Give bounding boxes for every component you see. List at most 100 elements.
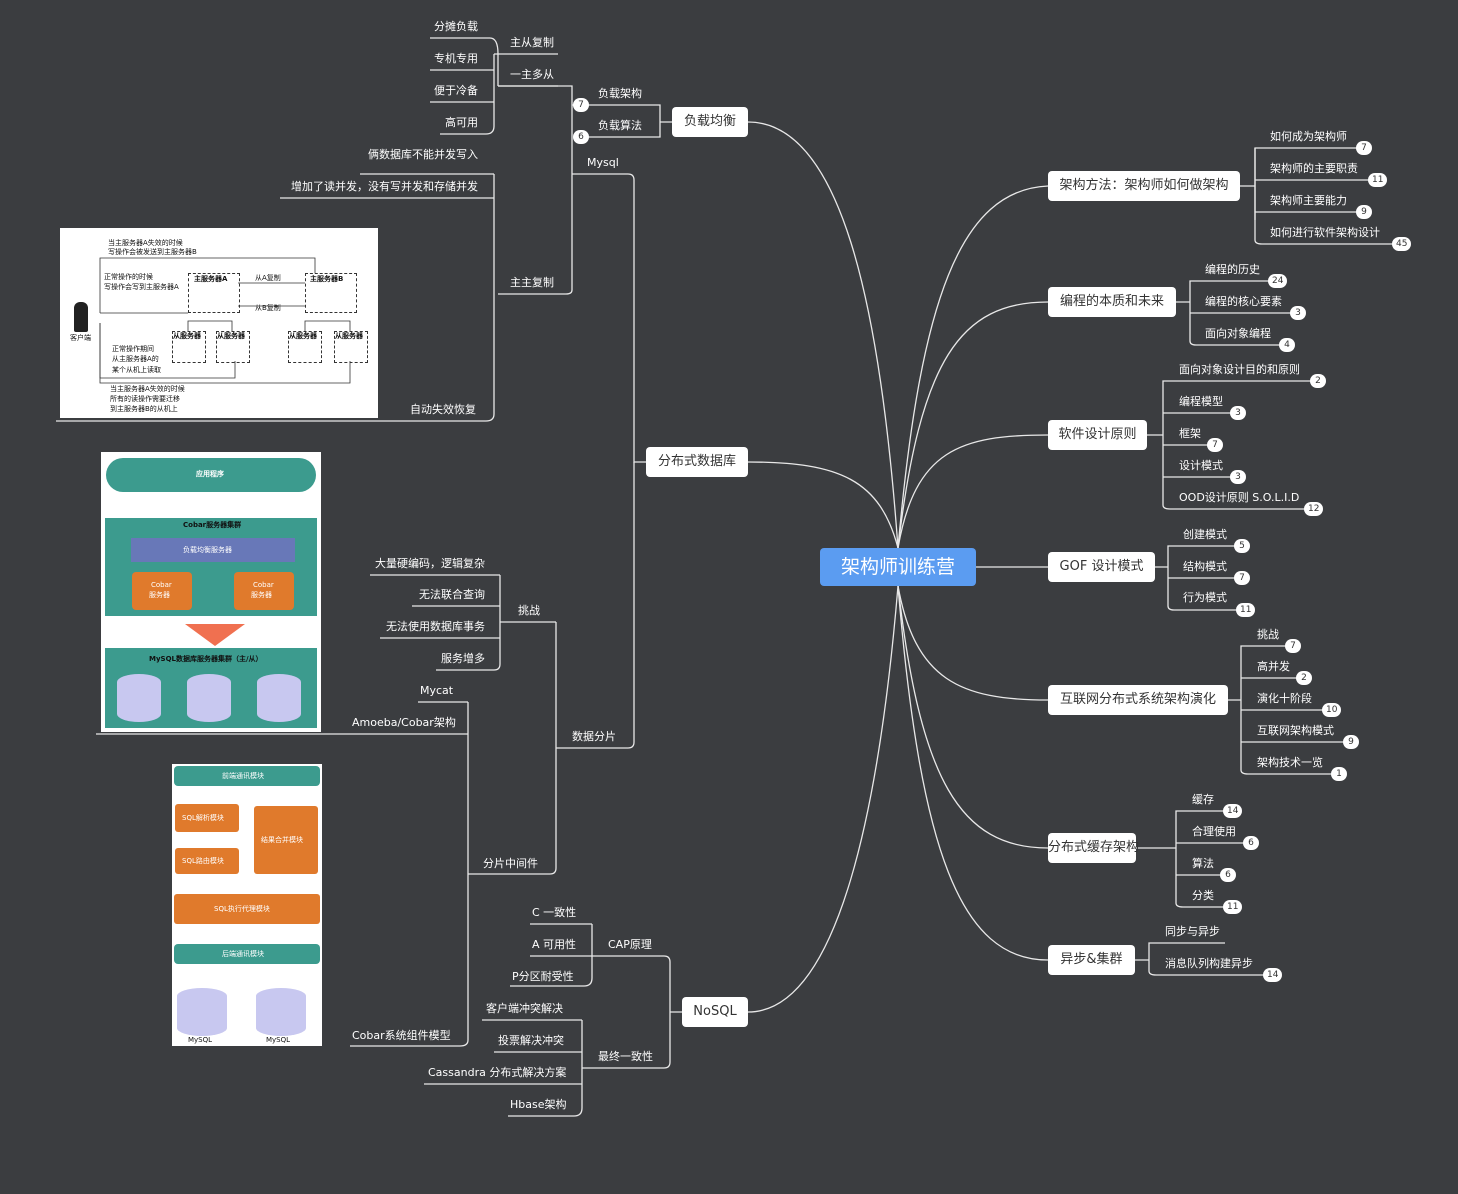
branch-gof[interactable]: GOF 设计模式 (1048, 552, 1155, 582)
leaf: 如何成为架构师 (1270, 130, 1347, 143)
badge: 2 (1310, 374, 1326, 388)
badge: 2 (1296, 671, 1312, 685)
exec-module (174, 894, 320, 924)
leaf: 无法联合查询 (419, 588, 485, 601)
note: 正常操作的时候 (104, 273, 153, 281)
root-node[interactable]: 架构师训练营 (820, 548, 976, 586)
badge: 11 (1223, 900, 1243, 914)
front-module (174, 766, 320, 786)
branch-programming[interactable]: 编程的本质和未来 (1048, 287, 1176, 317)
db-icon (177, 988, 227, 1036)
leaf: 客户端冲突解决 (486, 1002, 563, 1015)
master-b-label: 主服务器B (310, 275, 344, 283)
badge: 14 (1223, 804, 1243, 818)
note: 写操作会被发送到主服务器B (108, 248, 197, 256)
leaf: 结构模式 (1183, 560, 1227, 573)
badge: 24 (1268, 274, 1288, 288)
mysql-label: Mysql (587, 156, 619, 169)
leaf: 演化十阶段 (1257, 692, 1312, 705)
leaf: 消息队列构建异步 (1165, 957, 1253, 970)
db-icon (256, 988, 306, 1036)
leaf: 框架 (1179, 427, 1201, 440)
leaf: 俩数据库不能并发写入 (368, 148, 478, 161)
badge: 11 (1368, 173, 1388, 187)
badge: 3 (1230, 470, 1246, 484)
note: 从主服务器A的 (112, 355, 159, 363)
branch-arch-method[interactable]: 架构方法：架构师如何做架构 (1048, 171, 1240, 201)
leaf: 数据分片 (572, 730, 616, 743)
badge: 4 (1279, 338, 1295, 352)
badge: 9 (1343, 735, 1359, 749)
badge: 7 (1356, 141, 1372, 155)
app-label: 应用程序 (196, 470, 224, 478)
note: 正常操作期间 (112, 345, 154, 353)
leaf: 挑战 (1257, 628, 1279, 641)
leaf: 专机专用 (434, 52, 478, 65)
badge: 6 (573, 130, 589, 144)
leaf: 服务增多 (441, 652, 485, 665)
branch-internet-dist[interactable]: 互联网分布式系统架构演化 (1048, 685, 1228, 715)
leaf: C 一致性 (532, 906, 577, 919)
leaf: 负载架构 (598, 87, 642, 100)
slave-label: 从服务器 (173, 332, 201, 340)
badge: 3 (1230, 406, 1246, 420)
branch-async-cluster[interactable]: 异步&集群 (1048, 945, 1135, 975)
db-label: MySQL (188, 1036, 213, 1044)
note: 某个从机上读取 (112, 366, 161, 374)
leaf: CAP原理 (608, 938, 652, 951)
badge: 1 (1331, 767, 1347, 781)
badge: 6 (1220, 868, 1236, 882)
leaf: 负载算法 (598, 119, 642, 132)
leaf: 高可用 (445, 116, 478, 129)
slave (216, 331, 250, 363)
note: 写操作会写到主服务器A (104, 283, 179, 291)
slave (288, 331, 322, 363)
note: 当主服务器A失效的时候 (110, 385, 185, 393)
leaf: 主从复制 (510, 36, 554, 49)
cobar-server (132, 572, 192, 610)
leaf: 投票解决冲突 (498, 1034, 564, 1047)
leaf: Cassandra 分布式解决方案 (428, 1066, 567, 1079)
branch-dist-cache[interactable]: 分布式缓存架构 (1048, 833, 1139, 863)
master-a (188, 273, 240, 313)
leaf: Hbase架构 (510, 1098, 567, 1111)
leaf: 设计模式 (1179, 459, 1223, 472)
srv-label: Cobar (151, 581, 172, 589)
slave (334, 331, 368, 363)
leaf: 同步与异步 (1165, 925, 1220, 938)
badge: 7 (1285, 639, 1301, 653)
leaf: 互联网架构模式 (1257, 724, 1334, 737)
route-label: SQL路由模块 (182, 857, 224, 865)
leaf: 无法使用数据库事务 (386, 620, 485, 633)
branch-nosql[interactable]: NoSQL (682, 997, 748, 1027)
arrow-down-icon (185, 624, 245, 646)
branch-load-balance[interactable]: 负载均衡 (672, 107, 748, 137)
leaf: 大量硬编码，逻辑复杂 (375, 557, 485, 570)
cluster-label: Cobar服务器集群 (183, 521, 242, 529)
lb-server (131, 538, 295, 562)
master-b (305, 273, 357, 313)
leaf: 增加了读并发，没有写并发和存储并发 (291, 180, 478, 193)
leaf: 如何进行软件架构设计 (1270, 226, 1380, 239)
branch-design-principle[interactable]: 软件设计原则 (1048, 420, 1147, 450)
slave-label: 从服务器 (289, 332, 317, 340)
replication-arrows (99, 257, 351, 384)
leaf: 算法 (1192, 857, 1214, 870)
leaf: OOD设计原则 S.O.L.I.D (1179, 491, 1300, 504)
parse-module (175, 804, 239, 832)
merge-module (254, 806, 318, 874)
badge: 12 (1304, 502, 1324, 516)
back-label: 后端通讯模块 (222, 950, 264, 958)
db-label: MySQL (266, 1036, 291, 1044)
leaf: 挑战 (518, 604, 540, 617)
merge-label: 结果合并模块 (261, 836, 303, 844)
badge: 11 (1236, 603, 1256, 617)
branch-dist-db[interactable]: 分布式数据库 (646, 447, 748, 477)
leaf: 主主复制 (510, 276, 554, 289)
srv-label: 服务器 (149, 591, 170, 599)
badge: 7 (1207, 438, 1223, 452)
note: 所有的读操作需要迁移 (110, 395, 180, 403)
slave-label: 从服务器 (335, 332, 363, 340)
srv-label: Cobar (253, 581, 274, 589)
client-label: 客户端 (70, 334, 91, 342)
